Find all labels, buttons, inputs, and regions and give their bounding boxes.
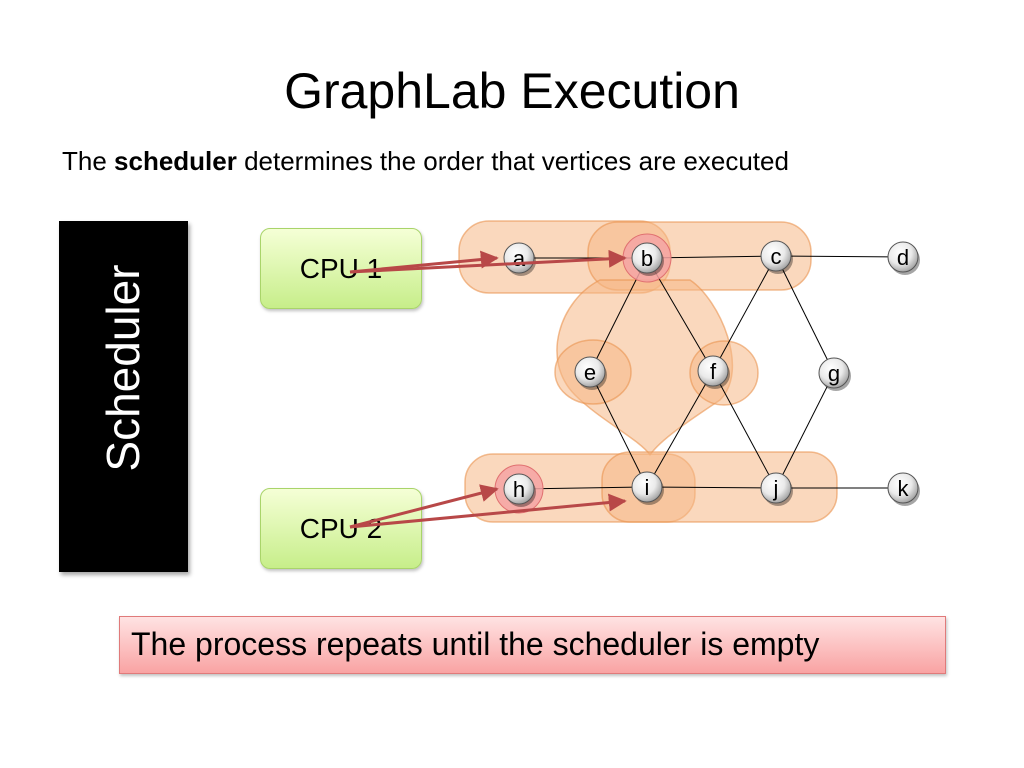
edge-b-f bbox=[646, 257, 714, 372]
subtitle-prefix: The bbox=[62, 146, 115, 176]
vertex-i-shadow bbox=[634, 475, 664, 505]
vertex-i: i bbox=[631, 471, 664, 505]
vertex-e-label: e bbox=[584, 360, 596, 385]
edge-f-j bbox=[712, 370, 777, 489]
edge-e-i bbox=[589, 371, 648, 488]
vertex-b-shadow bbox=[634, 246, 664, 276]
vertex-e-circle bbox=[574, 356, 606, 388]
cpu-1-box: CPU 1 bbox=[260, 228, 422, 309]
slide-subtitle: The scheduler determines the order that … bbox=[62, 146, 789, 177]
scope-region-b-lower bbox=[556, 279, 734, 457]
vertex-g-label: g bbox=[828, 361, 840, 386]
vertex-b-label: b bbox=[641, 246, 653, 271]
vertex-k-label: k bbox=[898, 476, 910, 501]
vertex-i-label: i bbox=[645, 475, 650, 500]
vertex-j-circle bbox=[760, 472, 792, 504]
vertex-b: b bbox=[622, 233, 672, 283]
vertex-h-shadow bbox=[506, 477, 536, 507]
scope-region-h bbox=[464, 453, 696, 523]
vertex-h-highlight bbox=[494, 464, 544, 514]
edge-i-j bbox=[646, 486, 777, 489]
vertex-g-circle bbox=[818, 357, 850, 389]
vertex-h: h bbox=[494, 464, 544, 514]
cpu-2-box: CPU 2 bbox=[260, 488, 422, 569]
subtitle-suffix: determines the order that vertices are e… bbox=[236, 146, 789, 176]
scope-region-f bbox=[689, 340, 759, 406]
vertex-j-label: j bbox=[773, 476, 779, 501]
edge-h-i bbox=[518, 486, 648, 490]
slide-title: GraphLab Execution bbox=[284, 63, 740, 119]
vertex-d-circle bbox=[887, 241, 919, 273]
vertex-d-label: d bbox=[897, 245, 909, 270]
vertex-g: g bbox=[818, 357, 851, 391]
scope-region-e bbox=[554, 339, 632, 405]
vertex-e: e bbox=[574, 356, 607, 390]
edge-b-e bbox=[589, 257, 648, 373]
vertex-c-shadow bbox=[763, 244, 793, 274]
vertex-k-circle bbox=[887, 472, 919, 504]
vertex-h-label: h bbox=[513, 477, 525, 502]
vertex-d: d bbox=[887, 241, 920, 275]
edge-f-i bbox=[646, 370, 714, 488]
edge-b-c bbox=[646, 255, 777, 259]
vertex-f-label: f bbox=[710, 359, 717, 384]
vertex-b-highlight bbox=[622, 233, 672, 283]
scope-region-a bbox=[458, 220, 671, 294]
vertex-a-label: a bbox=[513, 246, 526, 271]
vertex-k-shadow bbox=[890, 476, 920, 506]
vertex-f-shadow bbox=[700, 359, 730, 389]
scheduler-box: Scheduler bbox=[59, 221, 188, 572]
graph-vertices: a b c d e f g h i j k bbox=[494, 233, 920, 514]
vertex-f-circle bbox=[697, 355, 729, 387]
vertex-b-circle bbox=[631, 242, 663, 274]
subtitle-bold-term: scheduler bbox=[114, 146, 237, 176]
vertex-c-circle bbox=[760, 240, 792, 272]
vertex-i-circle bbox=[631, 471, 663, 503]
graph-edges bbox=[518, 255, 904, 490]
vertex-j: j bbox=[760, 472, 793, 506]
edge-c-f bbox=[712, 255, 777, 372]
footer-callout: The process repeats until the scheduler … bbox=[119, 616, 946, 674]
vertex-e-shadow bbox=[577, 360, 607, 390]
vertex-d-shadow bbox=[890, 245, 920, 275]
edge-c-g bbox=[775, 255, 835, 374]
edge-c-d bbox=[775, 255, 904, 258]
vertex-a-shadow bbox=[506, 246, 536, 276]
scope-regions bbox=[458, 220, 838, 523]
vertex-h-circle bbox=[503, 473, 535, 505]
scope-region-i bbox=[601, 451, 838, 523]
vertex-c-label: c bbox=[771, 244, 782, 269]
vertex-k: k bbox=[887, 472, 920, 506]
vertex-a: a bbox=[503, 242, 536, 276]
scope-region-b bbox=[587, 221, 812, 291]
scheduler-label: Scheduler bbox=[97, 264, 149, 472]
vertex-g-shadow bbox=[821, 361, 851, 391]
vertex-c: c bbox=[760, 240, 793, 274]
vertex-a-circle bbox=[503, 242, 535, 274]
vertex-j-shadow bbox=[763, 476, 793, 506]
vertex-f: f bbox=[697, 355, 730, 389]
edge-g-j bbox=[775, 372, 835, 489]
